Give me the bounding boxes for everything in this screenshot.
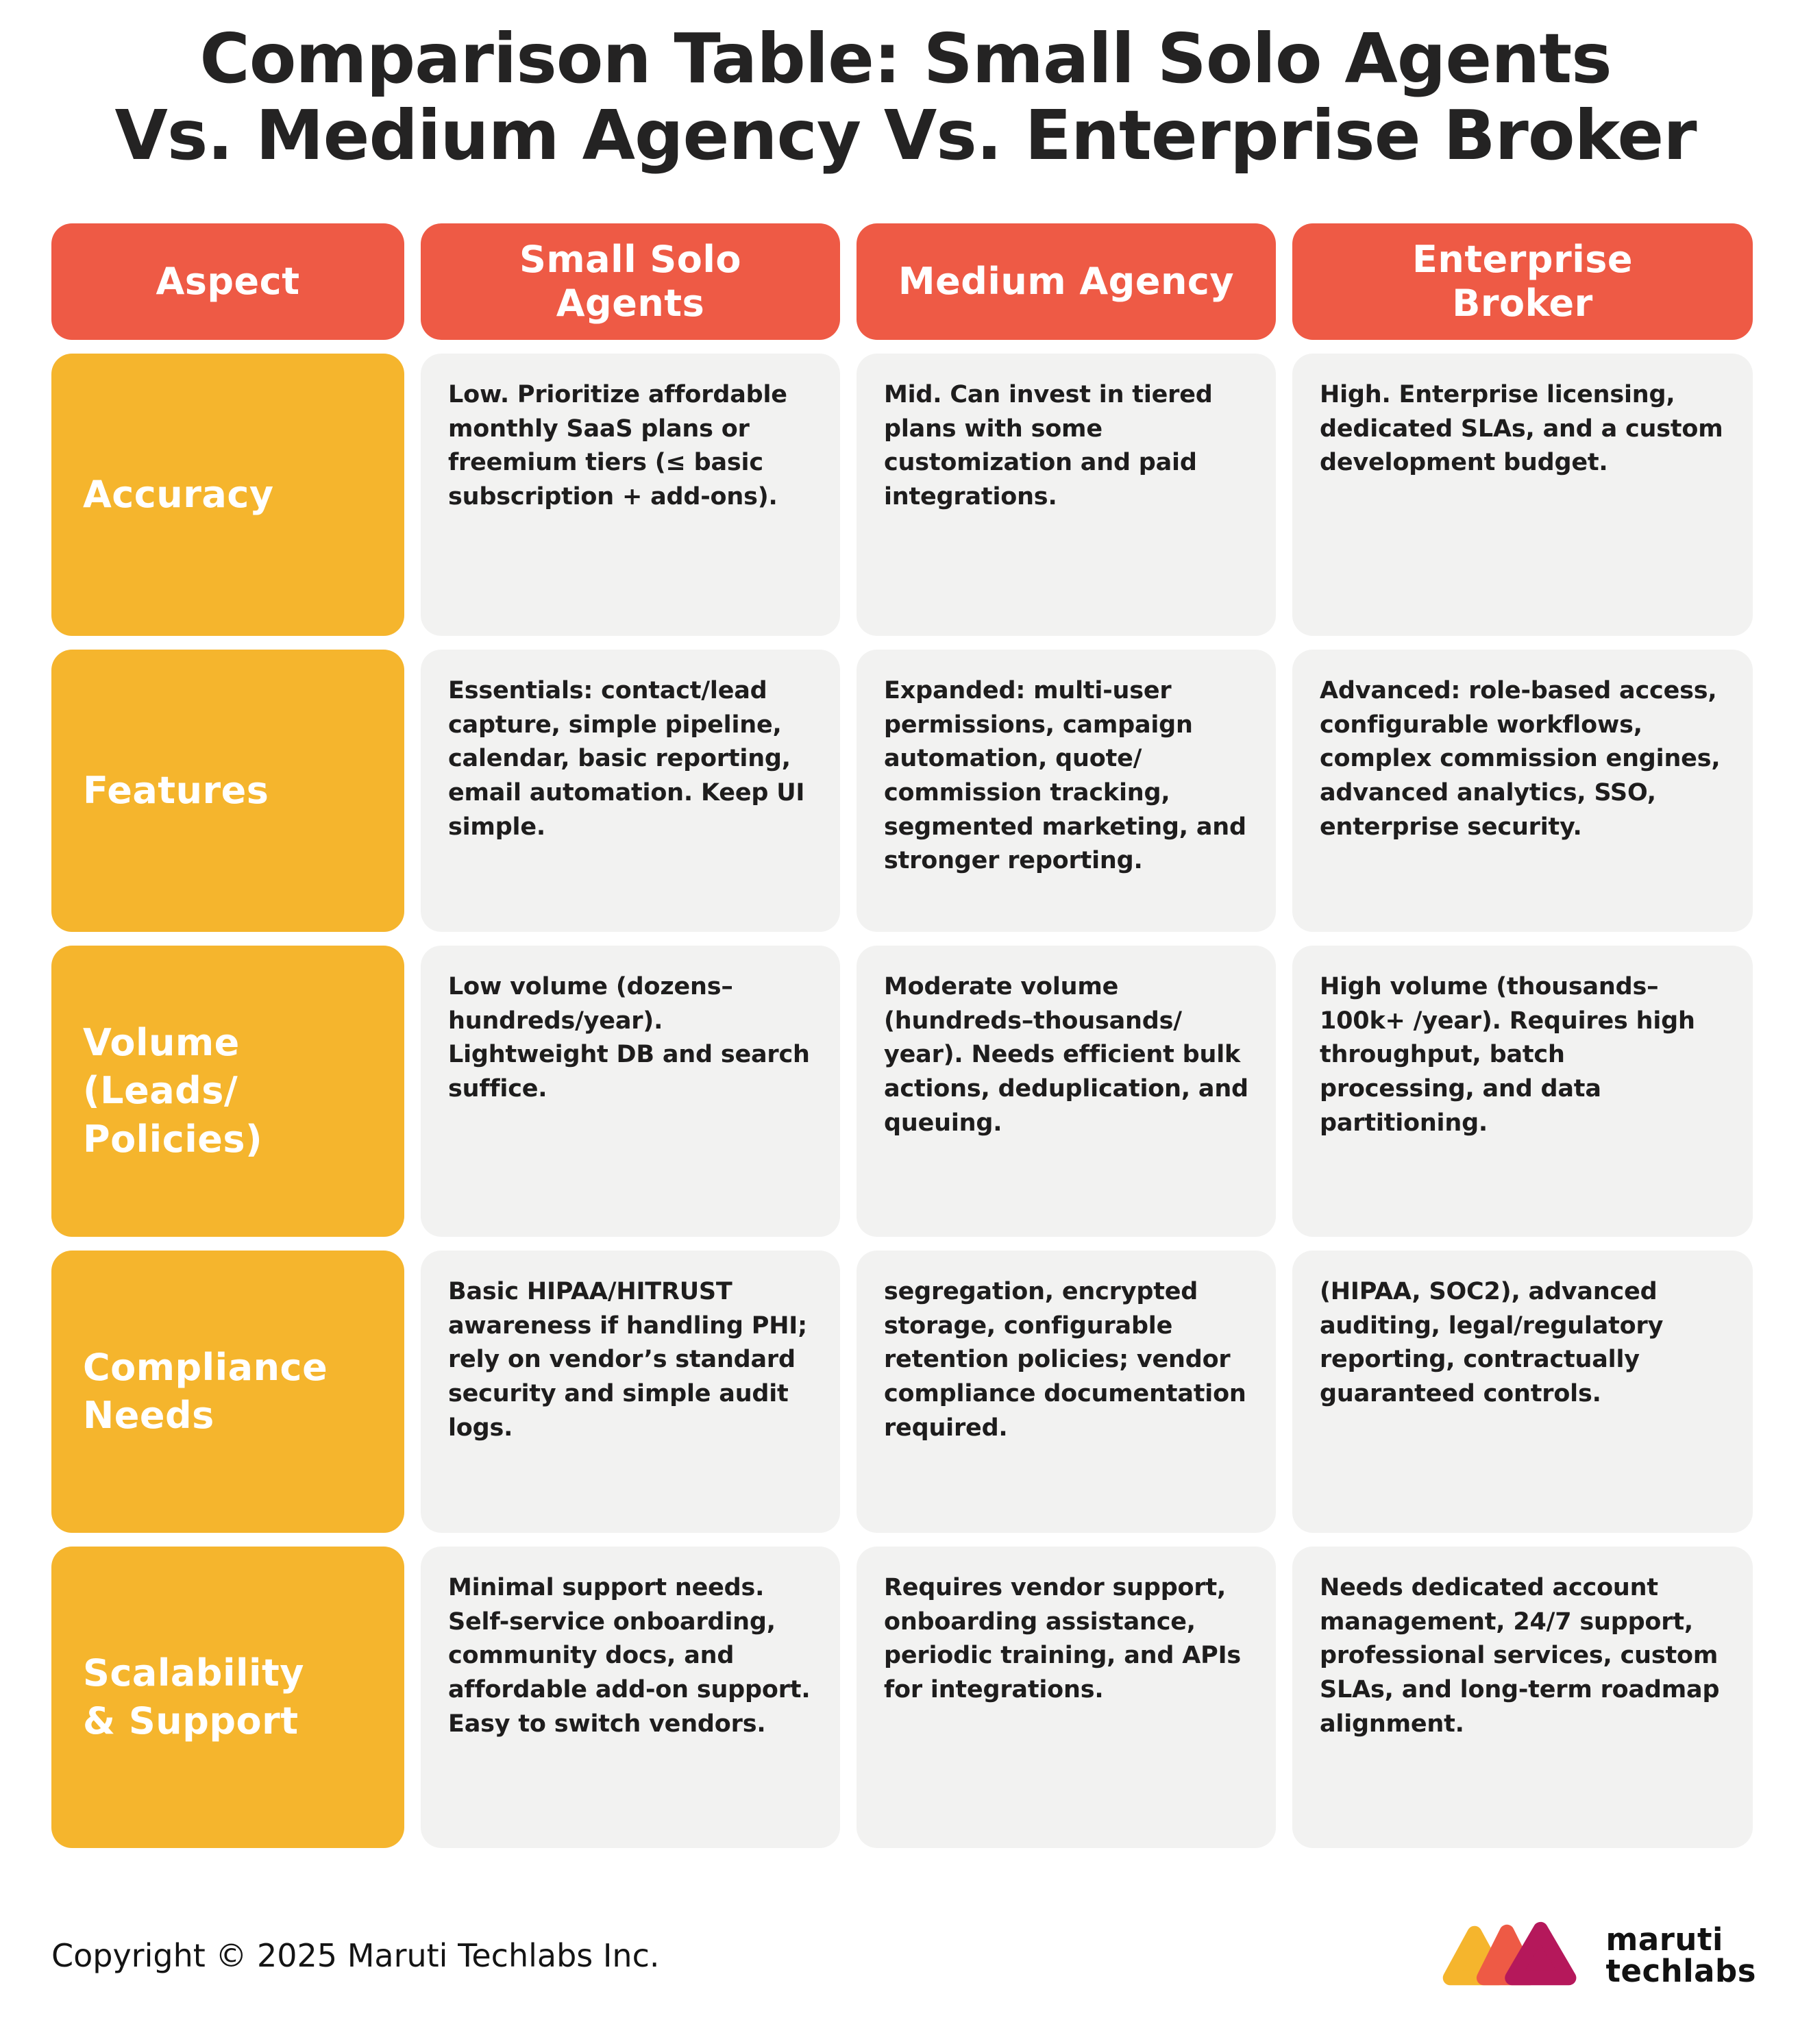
table-cell-volume-small-solo: Low volume (dozens–hundreds/year). Light…: [421, 946, 840, 1237]
column-header-aspect: Aspect: [51, 223, 404, 340]
row-label-volume-leads-policies: Volume (Leads/ Policies): [51, 946, 404, 1237]
row-label-accuracy: Accuracy: [51, 354, 404, 636]
maruti-techlabs-logo-icon: [1443, 1921, 1577, 1986]
table-cell-scalability-small-solo: Minimal support needs. Self-service onbo…: [421, 1547, 840, 1848]
comparison-table: Aspect Small Solo Agents Medium Agency E…: [51, 223, 1811, 1848]
footer: Copyright © 2025 Maruti Techlabs Inc. ma…: [51, 1915, 1756, 1996]
logo-wordmark-line1: maruti: [1605, 1921, 1723, 1958]
table-cell-accuracy-medium-agency: Mid. Can invest in tiered plans with som…: [857, 354, 1276, 636]
table-cell-features-small-solo: Essentials: contact/lead capture, simple…: [421, 650, 840, 932]
row-label-scalability-support: Scalability & Support: [51, 1547, 404, 1848]
table-cell-features-enterprise-broker: Advanced: role-based access, configurabl…: [1292, 650, 1753, 932]
page-title-line2: Vs. Medium Agency Vs. Enterprise Broker: [114, 95, 1697, 175]
table-cell-accuracy-enterprise-broker: High. Enterprise licensing, dedicated SL…: [1292, 354, 1753, 636]
table-cell-scalability-medium-agency: Requires vendor support, onboarding assi…: [857, 1547, 1276, 1848]
table-cell-features-medium-agency: Expanded: multi-user permissions, campai…: [857, 650, 1276, 932]
table-cell-volume-medium-agency: Moderate volume (hundreds–thousands/ yea…: [857, 946, 1276, 1237]
table-cell-scalability-enterprise-broker: Needs dedicated account management, 24/7…: [1292, 1547, 1753, 1848]
table-cell-compliance-small-solo: Basic HIPAA/HITRUST awareness if handlin…: [421, 1251, 840, 1533]
row-label-compliance-needs: Compliance Needs: [51, 1251, 404, 1533]
copyright-text: Copyright © 2025 Maruti Techlabs Inc.: [51, 1937, 660, 1974]
logo-wordmark: maruti techlabs: [1605, 1924, 1756, 1987]
column-header-medium-agency: Medium Agency: [857, 223, 1276, 340]
table-cell-compliance-medium-agency: segregation, encrypted storage, configur…: [857, 1251, 1276, 1533]
table-cell-volume-enterprise-broker: High volume (thousands–100k+ /year). Req…: [1292, 946, 1753, 1237]
logo-wordmark-line2: techlabs: [1605, 1953, 1756, 1989]
table-cell-accuracy-small-solo: Low. Prioritize affordable monthly SaaS …: [421, 354, 840, 636]
page-title-line1: Comparison Table: Small Solo Agents: [199, 19, 1612, 99]
row-label-features: Features: [51, 650, 404, 932]
table-cell-compliance-enterprise-broker: (HIPAA, SOC2), advanced auditing, legal/…: [1292, 1251, 1753, 1533]
column-header-enterprise-broker: Enterprise Broker: [1292, 223, 1753, 340]
maruti-techlabs-logo: maruti techlabs: [1431, 1915, 1756, 1996]
column-header-small-solo-agents: Small Solo Agents: [421, 223, 840, 340]
